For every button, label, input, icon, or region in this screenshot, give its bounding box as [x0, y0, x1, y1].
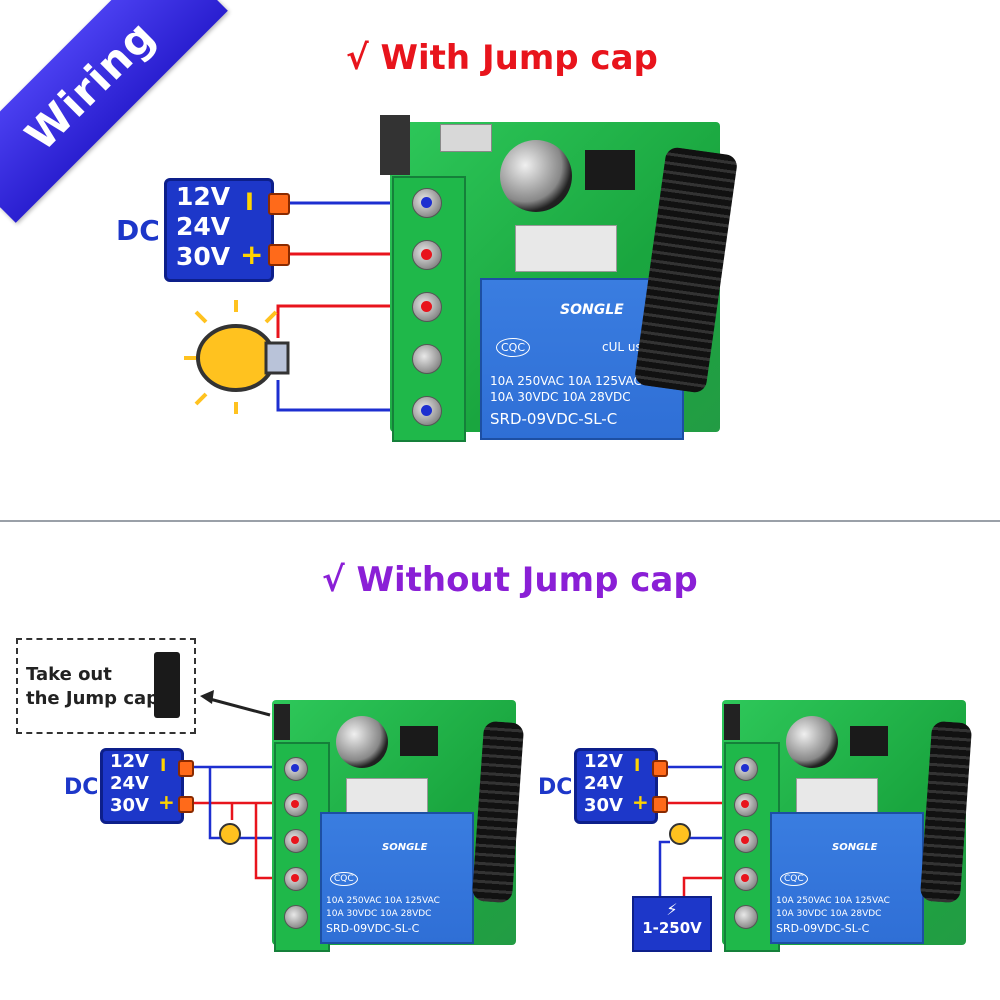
relay-rating-2: 10A 30VDC 10A 28VDC: [326, 909, 432, 919]
battery-negative-terminal: [178, 760, 194, 777]
wire-end-common: [421, 405, 432, 416]
relay-cert: CQC: [496, 338, 531, 357]
battery-positive-terminal: [268, 244, 290, 266]
capacitor: [786, 716, 838, 768]
battery-pack-right: [574, 748, 658, 824]
voltage-30v: 30V: [584, 795, 623, 816]
relay-rating-1: 10A 250VAC 10A 125VAC: [776, 896, 890, 906]
wire-end: [291, 800, 299, 808]
battery-negative-terminal: [268, 193, 290, 215]
learn-button: [440, 124, 492, 152]
minus-symbol: I: [634, 756, 641, 776]
relay-rating-1: 10A 250VAC 10A 125VAC: [490, 374, 642, 388]
dc-label: DC: [116, 214, 160, 247]
capacitor: [500, 140, 572, 212]
wire-end: [741, 800, 749, 808]
wire-end-negative: [421, 197, 432, 208]
dc-label-right: DC: [538, 775, 573, 800]
wire-end: [741, 764, 749, 772]
dc-label-left: DC: [64, 775, 99, 800]
relay-right: SONGLE CQC 10A 250VAC 10A 125VAC 10A 30V…: [770, 812, 924, 944]
terminal-screw-1: [734, 757, 758, 781]
relay-rating-1: 10A 250VAC 10A 125VAC: [326, 896, 440, 906]
bottom-title: √ Without Jump cap: [322, 560, 698, 600]
relay-model: SRD-09VDC-SL-C: [326, 922, 420, 935]
regulator: [515, 225, 617, 272]
capacitor: [336, 716, 388, 768]
battery-negative-terminal: [652, 760, 668, 777]
terminal-screw-5: [284, 905, 308, 929]
voltage-30v: 30V: [176, 242, 231, 271]
battery-voltages: 12V 24V 30V: [176, 182, 230, 272]
ac-power-supply: ⚡ 1-250V: [632, 896, 712, 952]
wire-end: [291, 764, 299, 772]
battery-voltages-right: 12V 24V 30V: [584, 751, 623, 817]
battery-positive-terminal: [652, 796, 668, 813]
top-wires: [184, 201, 426, 414]
battery-voltages-left: 12V 24V 30V: [110, 751, 149, 817]
jump-note-line2: the Jump cap: [26, 688, 160, 709]
relay-rating-2: 10A 30VDC 10A 28VDC: [490, 390, 631, 404]
jump-cap-icon: [154, 652, 180, 718]
wire-end-load: [421, 301, 432, 312]
lightbulb-icon-2: [669, 823, 691, 845]
jump-note-line1: Take out: [26, 664, 112, 685]
voltage-24v: 24V: [176, 212, 231, 241]
plus-symbol: +: [158, 790, 175, 814]
battery-positive-terminal: [178, 796, 194, 813]
relay-brand: SONGLE: [560, 302, 624, 318]
relay-brand: SONGLE: [382, 842, 428, 853]
relay-model: SRD-09VDC-SL-C: [490, 410, 618, 428]
terminal-screw-5: [734, 905, 758, 929]
minus-symbol: I: [160, 756, 167, 776]
wire-end: [741, 836, 749, 844]
section-divider: [0, 520, 1000, 522]
wire-end-positive: [421, 249, 432, 260]
lightbulb-icon: [184, 300, 290, 414]
ic-chip: [850, 726, 888, 756]
plus-symbol: +: [632, 790, 649, 814]
terminal-screw-1: [284, 757, 308, 781]
jumper-header: [380, 115, 410, 175]
wire-end: [291, 836, 299, 844]
ic-chip: [400, 726, 438, 756]
ic-chip: [585, 150, 635, 190]
battery-pack: [164, 178, 274, 282]
relay-ul-mark: cUL us: [602, 340, 642, 354]
relay-left: SONGLE CQC 10A 250VAC 10A 125VAC 10A 30V…: [320, 812, 474, 944]
relay-rating-2: 10A 30VDC 10A 28VDC: [776, 909, 882, 919]
voltage-24v: 24V: [110, 773, 149, 794]
terminal-screw-4: [734, 867, 758, 891]
minus-symbol: I: [245, 188, 254, 216]
terminal-screw-4: [412, 344, 442, 374]
plus-symbol: +: [240, 238, 264, 271]
lightbulb-icon: [219, 823, 241, 845]
relay-model: SRD-09VDC-SL-C: [776, 922, 870, 935]
lightning-icon: ⚡: [666, 900, 678, 919]
terminal-screw-3: [734, 829, 758, 853]
battery-pack-left: [100, 748, 184, 824]
regulator: [346, 778, 428, 814]
relay-brand: SONGLE: [832, 842, 878, 853]
voltage-24v: 24V: [584, 773, 623, 794]
jumper-header-left: [274, 704, 290, 740]
relay-cert: CQC: [330, 872, 358, 886]
voltage-12v: 12V: [176, 182, 231, 211]
wire-end: [741, 874, 749, 882]
regulator: [796, 778, 878, 814]
voltage-12v: 12V: [110, 751, 149, 772]
relay-cert: CQC: [780, 872, 808, 886]
psu-label: 1-250V: [642, 919, 702, 937]
top-title: √ With Jump cap: [346, 38, 658, 78]
jumper-header-right: [724, 704, 740, 740]
voltage-30v: 30V: [110, 795, 149, 816]
voltage-12v: 12V: [584, 751, 623, 772]
wire-end: [291, 874, 299, 882]
